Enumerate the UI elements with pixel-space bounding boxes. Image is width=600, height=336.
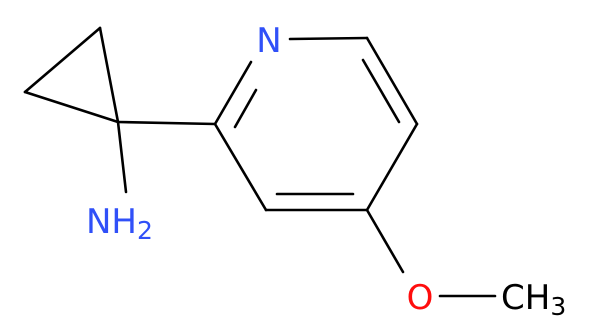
ring-nitrogen-label: N [256,21,281,61]
bond-c6-c5-inner [361,58,401,124]
bond-cyclopropyl-to-pyridine [116,120,217,126]
bond-n1-c6 [288,36,369,41]
bond-c3-c2 [213,122,268,212]
bond-c5-c4 [365,122,419,212]
bond-cyclopropyl-top-left [23,26,102,94]
bond-c2-n1-inner [233,88,258,129]
methoxy-oxygen-label: O [407,278,434,318]
methyl-symbol: CH [501,278,550,318]
amine-symbol: NH [86,202,137,242]
bond-cyclopropyl-top-right [98,26,120,124]
bond-cyclopropyl-to-amine [116,120,128,194]
bond-c4-to-oxygen [365,208,405,274]
bond-cyclopropyl-bottom [23,90,120,124]
methyl-label: CH3 [501,278,566,321]
amine-label: NH2 [86,202,153,245]
methyl-subscript: 3 [550,292,566,321]
bond-c6-c5 [365,36,419,126]
bond-c2-n1 [213,60,253,126]
pyridine-ring [213,36,419,212]
cyclopropane-ring [23,26,120,124]
amine-subscript: 2 [137,216,153,245]
